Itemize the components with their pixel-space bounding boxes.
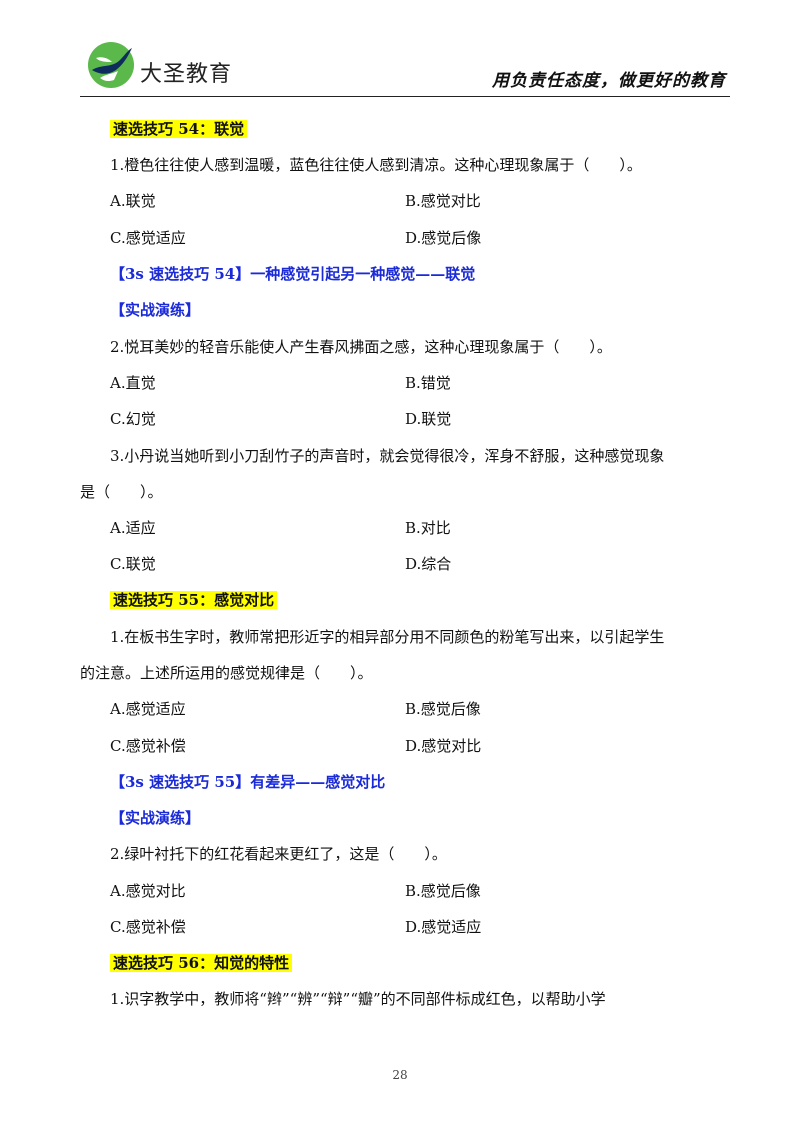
option-a: A.感觉对比 — [110, 882, 186, 900]
question-text: 2.绿叶衬托下的红花看起来更红了，这是（ ）。 — [110, 845, 447, 863]
option-b: B.感觉对比 — [405, 192, 481, 210]
question-text: 1.在板书生字时，教师常把形近字的相异部分用不同颜色的粉笔写出来，以引起学生 — [110, 628, 665, 646]
swallow-logo-icon — [88, 42, 134, 88]
header-divider — [80, 96, 730, 97]
option-b: B.错觉 — [405, 374, 451, 392]
section-title-56: 速选技巧 56：知觉的特性 — [110, 953, 293, 973]
header-slogan: 用负责任态度，做更好的教育 — [492, 71, 726, 91]
option-d: D.感觉适应 — [405, 918, 482, 936]
page-number: 28 — [392, 1068, 408, 1082]
option-c: C.感觉补偿 — [110, 737, 186, 755]
option-a: A.直觉 — [110, 374, 156, 392]
option-d: D.综合 — [405, 555, 452, 573]
option-a: A.适应 — [110, 519, 156, 537]
option-d: D.感觉后像 — [405, 229, 482, 247]
section-title-55: 速选技巧 55：感觉对比 — [110, 590, 278, 610]
option-c: C.感觉补偿 — [110, 918, 186, 936]
option-b: B.感觉后像 — [405, 882, 481, 900]
page-header: 大圣教育 用负责任态度，做更好的教育 — [80, 38, 730, 96]
option-c: C.联觉 — [110, 555, 156, 573]
option-b: B.对比 — [405, 519, 451, 537]
section-title-54: 速选技巧 54：联觉 — [110, 119, 248, 139]
question-text-continued: 是（ ）。 — [80, 483, 163, 501]
question-text: 1.识字教学中，教师将“辫”“辨”“辩”“瓣”的不同部件标成红色，以帮助小学 — [110, 990, 606, 1008]
question-text: 1.橙色往往使人感到温暖，蓝色往往使人感到清凉。这种心理现象属于（ ）。 — [110, 156, 642, 174]
option-c: C.幻觉 — [110, 410, 156, 428]
option-d: D.感觉对比 — [405, 737, 482, 755]
option-a: A.联觉 — [110, 192, 156, 210]
tip-text: 【3s 速选技巧 54】一种感觉引起另一种感觉——联觉 — [110, 265, 476, 283]
question-text-continued: 的注意。上述所运用的感觉规律是（ ）。 — [80, 664, 373, 682]
option-b: B.感觉后像 — [405, 700, 481, 718]
question-text: 3.小丹说当她听到小刀刮竹子的声音时，就会觉得很冷，浑身不舒服，这种感觉现象 — [110, 447, 665, 465]
option-c: C.感觉适应 — [110, 229, 186, 247]
option-a: A.感觉适应 — [110, 700, 186, 718]
practice-label: 【实战演练】 — [110, 809, 201, 827]
question-text: 2.悦耳美妙的轻音乐能使人产生春风拂面之感，这种心理现象属于（ ）。 — [110, 338, 612, 356]
practice-label: 【实战演练】 — [110, 301, 201, 319]
tip-text: 【3s 速选技巧 55】有差异——感觉对比 — [110, 773, 386, 791]
option-d: D.联觉 — [405, 410, 452, 428]
brand-name: 大圣教育 — [140, 62, 233, 87]
